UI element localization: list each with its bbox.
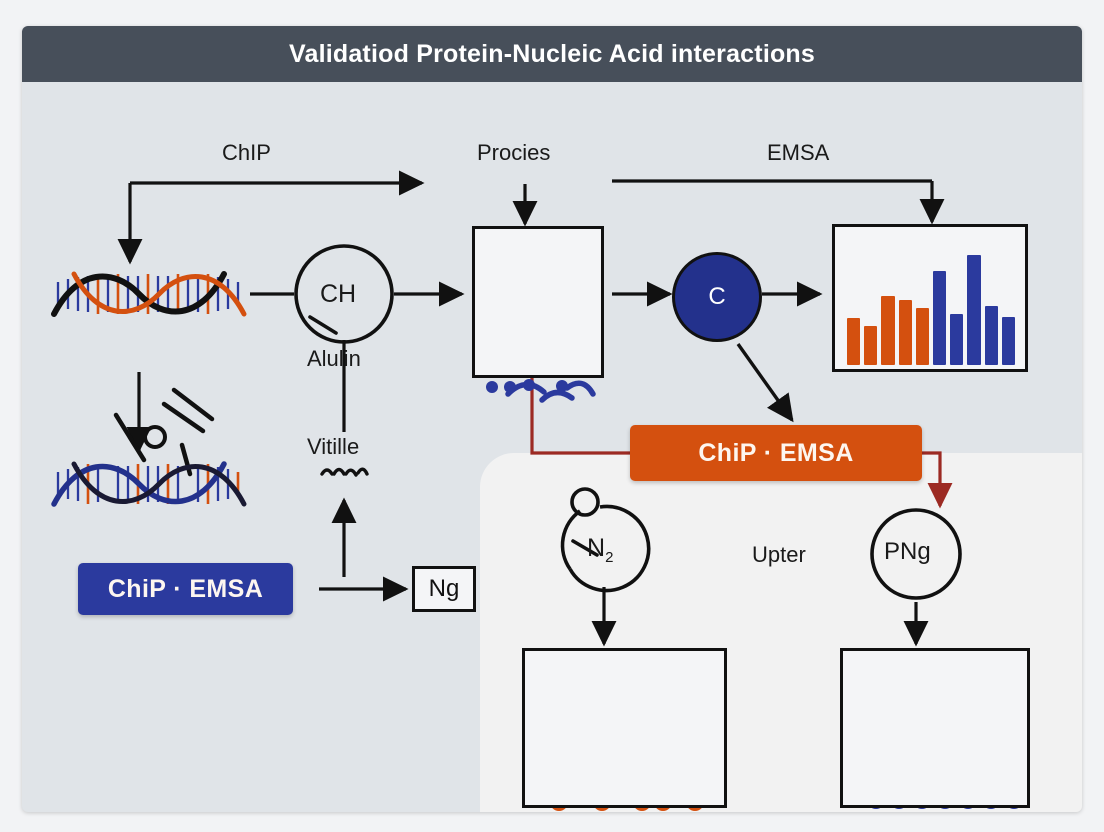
bar-5 (915, 308, 930, 365)
blue-badge-label: ChiP · EMSA (107, 574, 264, 603)
png-circle-icon (870, 508, 962, 600)
c-node-label: C (708, 283, 726, 310)
orange-to-png-red-arrow (922, 451, 953, 509)
bar-7 (950, 313, 964, 365)
bar-2 (864, 326, 878, 365)
gel-to-orange-red-line (530, 374, 632, 455)
label-chip: ChIP (222, 140, 271, 165)
bar-1 (847, 318, 861, 365)
label-emsa: EMSA (767, 140, 830, 165)
dot-panel-right[interactable] (840, 648, 1030, 808)
dot-panel-left[interactable] (522, 648, 727, 808)
orange-badge-label: ChiP · EMSA (698, 438, 854, 467)
n2-main-text: N (587, 534, 606, 562)
bar-10 (1001, 316, 1016, 365)
emsa-connector (612, 179, 945, 225)
bar-chart-panel[interactable] (832, 224, 1028, 372)
bar-8 (967, 254, 981, 365)
orange-chip-emsa-badge[interactable]: ChiP · EMSA (630, 425, 922, 481)
label-upter: Upter (752, 542, 806, 567)
gel-panel[interactable] (472, 226, 604, 378)
bar-4 (898, 300, 912, 365)
n2-circle-icon (560, 487, 651, 593)
label-procies: Procies (477, 140, 551, 165)
dna-helix-bottom (51, 461, 247, 507)
label-png-node: PNg (884, 538, 931, 565)
bar-9 (984, 305, 998, 365)
diagram-stage: Ng C ChIP Procies EMSA CH Alulin Vitille… (22, 82, 1082, 812)
ng-box[interactable]: Ng (412, 566, 476, 612)
sparkle-icon (113, 387, 215, 477)
label-n2-node: N2 (587, 534, 613, 566)
bar-3 (881, 296, 895, 365)
ch-circle-icon (294, 244, 394, 344)
label-vitille: Vitille (307, 434, 360, 459)
ng-box-label: Ng (428, 575, 460, 602)
title-bar: Validatiod Protein-Nucleic Acid interact… (22, 26, 1082, 82)
bar-chart-bars (847, 231, 1016, 365)
c-node-circle[interactable]: C (672, 252, 762, 342)
c-to-orange-badge-arrow (736, 343, 794, 423)
label-alulin: Alulin (307, 346, 361, 371)
vitille-squiggle-icon (320, 467, 369, 477)
label-ch-node: CH (320, 280, 357, 308)
blue-chip-emsa-badge[interactable]: ChiP · EMSA (78, 563, 293, 615)
chip-connector (117, 170, 425, 265)
bar-6 (933, 271, 947, 365)
page-title: Validatiod Protein-Nucleic Acid interact… (288, 39, 816, 68)
n2-subscript: 2 (605, 549, 614, 566)
diagram-card: Validatiod Protein-Nucleic Acid interact… (22, 26, 1082, 812)
sparkle-o-icon (143, 425, 167, 449)
dna-helix-top (51, 271, 247, 317)
